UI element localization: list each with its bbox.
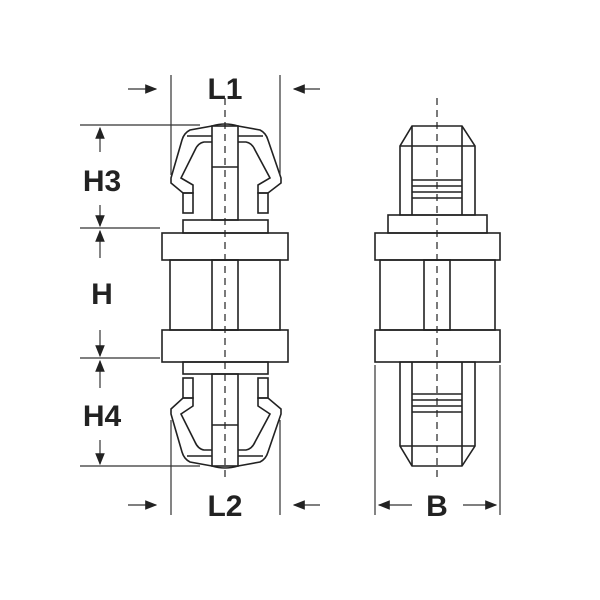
label-l2: L2	[207, 490, 242, 523]
label-l1: L1	[207, 73, 242, 106]
label-h4: H4	[83, 400, 122, 433]
dimensions	[80, 75, 501, 515]
label-b: B	[426, 490, 448, 523]
front-view	[374, 98, 501, 480]
label-h: H	[91, 278, 113, 311]
side-view	[161, 98, 289, 480]
label-h3: H3	[83, 165, 121, 198]
